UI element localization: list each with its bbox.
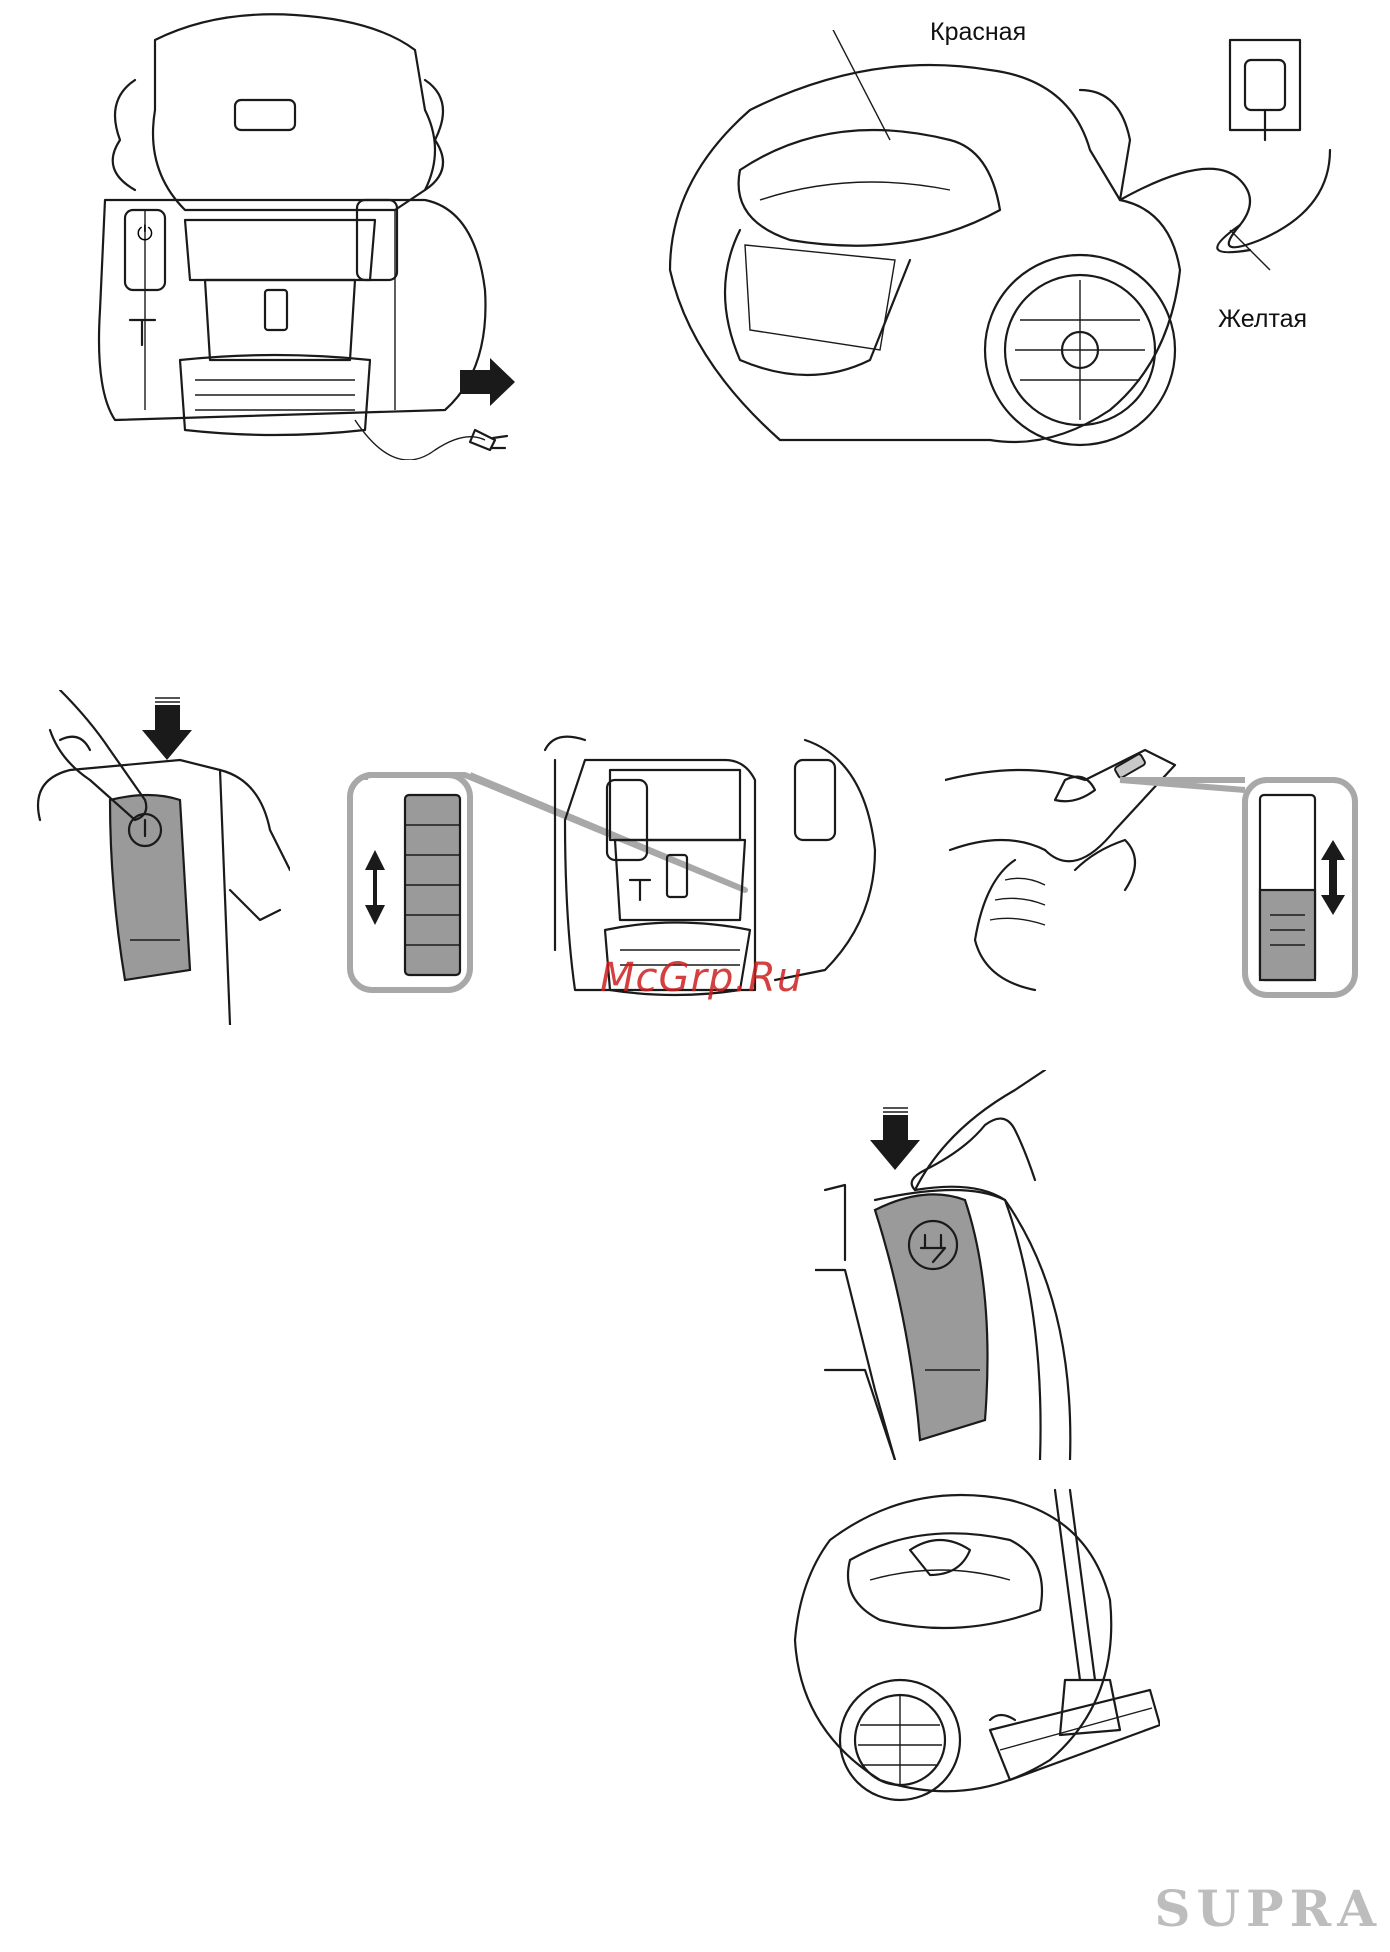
illustration-power-button-press <box>30 690 290 1025</box>
cord-rewind-button <box>875 1194 988 1440</box>
illustration-vacuum-unplug: ⏻ <box>95 10 535 460</box>
label-yellow-wire: Желтая <box>1218 305 1307 334</box>
illustration-vacuum-cord-socket <box>650 30 1340 460</box>
label-red-wire: Красная <box>930 18 1026 47</box>
power-button <box>110 795 190 980</box>
illustration-handle-air-slider <box>945 720 1365 1000</box>
illustration-vacuum-with-brush <box>790 1480 1160 1845</box>
brand-logo: SUPRA <box>1154 1879 1382 1938</box>
svg-text:⏻: ⏻ <box>137 221 153 245</box>
watermark-text: McGrp.Ru <box>600 955 803 1001</box>
illustration-cord-rewind-press <box>815 1070 1085 1460</box>
